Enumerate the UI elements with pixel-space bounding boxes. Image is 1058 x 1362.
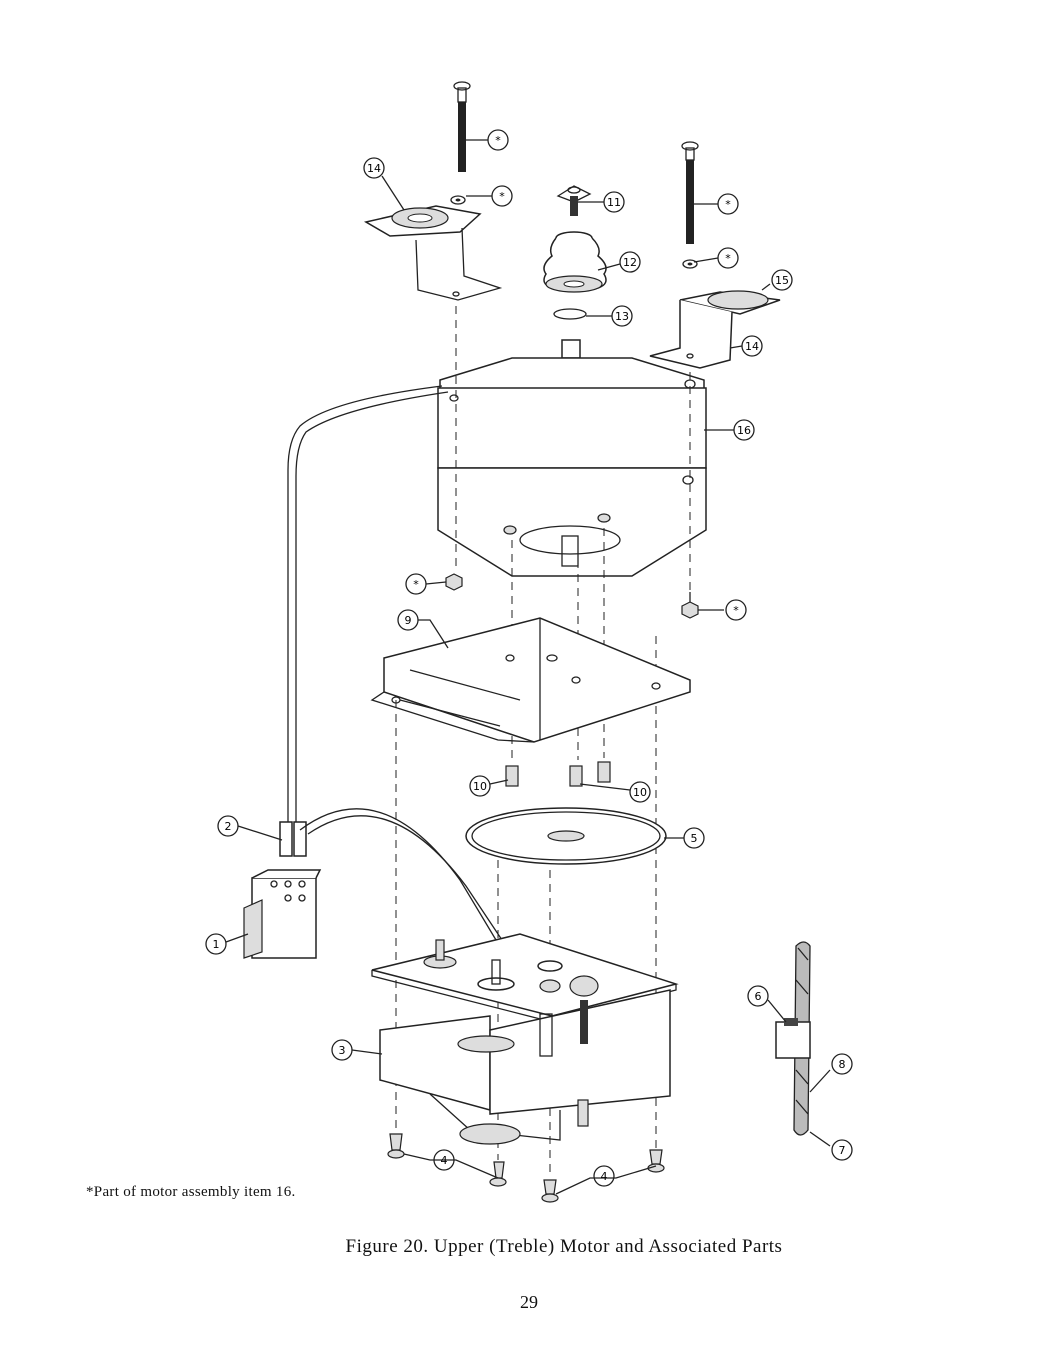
motor-assembly xyxy=(437,339,707,577)
callout-star-6: * xyxy=(725,599,747,621)
callout-label: 14 xyxy=(367,162,381,175)
callout-16: 16 xyxy=(733,419,755,441)
callout-label: 12 xyxy=(623,256,637,269)
callout-12: 12 xyxy=(619,251,641,273)
callout-label: 7 xyxy=(839,1144,846,1157)
callout-2: 2 xyxy=(217,815,239,837)
motor-lead-wires xyxy=(287,385,449,822)
callout-leaders xyxy=(225,139,831,1195)
washer-top-left xyxy=(450,195,466,205)
terminal-block xyxy=(243,869,322,959)
callout-star-2: * xyxy=(491,185,513,207)
callout-10-left: 10 xyxy=(469,775,491,797)
callout-star-1: * xyxy=(487,129,509,151)
footnote: *Part of motor assembly item 16. xyxy=(86,1184,296,1200)
mounting-screws xyxy=(387,1133,665,1203)
callout-label: 15 xyxy=(775,274,789,287)
callout-4-left: 4 xyxy=(433,1149,455,1171)
callout-label: 10 xyxy=(473,780,487,793)
callout-6: 6 xyxy=(747,985,769,1007)
callout-label: * xyxy=(413,578,419,591)
disk-plate xyxy=(465,807,667,865)
mount-bracket-left xyxy=(363,205,503,301)
callout-3: 3 xyxy=(331,1039,353,1061)
callout-label: 4 xyxy=(601,1170,608,1183)
callout-14-left: 14 xyxy=(363,157,385,179)
washer-top-right xyxy=(682,259,698,269)
screw-center xyxy=(556,185,592,216)
nut-right xyxy=(681,601,699,619)
drive-motor xyxy=(371,933,679,1145)
callout-label: 10 xyxy=(633,786,647,799)
screw-top-right xyxy=(681,141,699,244)
screws-plate xyxy=(505,761,611,787)
callout-label: 14 xyxy=(745,340,759,353)
callout-4-right: 4 xyxy=(593,1165,615,1187)
callout-7: 7 xyxy=(831,1139,853,1161)
nut-left xyxy=(445,573,463,591)
figure-caption: Figure 20. Upper (Treble) Motor and Asso… xyxy=(345,1236,783,1257)
callout-label: 8 xyxy=(839,1058,846,1071)
callout-label: * xyxy=(499,190,505,203)
callout-1: 1 xyxy=(205,933,227,955)
callout-star-5: * xyxy=(405,573,427,595)
callout-label: 9 xyxy=(405,614,412,627)
callout-label: 3 xyxy=(339,1044,346,1057)
callout-10-right: 10 xyxy=(629,781,651,803)
retaining-ring xyxy=(553,308,587,320)
callout-star-3: * xyxy=(717,193,739,215)
wire-connectors xyxy=(279,808,503,941)
page-number: 29 xyxy=(520,1292,538,1312)
callout-8: 8 xyxy=(831,1053,853,1075)
callout-label: 2 xyxy=(225,820,232,833)
callout-15: 15 xyxy=(771,269,793,291)
callout-9: 9 xyxy=(397,609,419,631)
callout-label: * xyxy=(725,252,731,265)
callout-label: * xyxy=(725,198,731,211)
callout-label: 13 xyxy=(615,310,629,323)
pulley-cross-section xyxy=(775,941,811,1136)
callout-label: 4 xyxy=(441,1154,448,1167)
callout-label: * xyxy=(733,604,739,617)
callout-5: 5 xyxy=(683,827,705,849)
callout-label: 16 xyxy=(737,424,751,437)
callout-14-right: 14 xyxy=(741,335,763,357)
callout-11: 11 xyxy=(603,191,625,213)
callout-label: * xyxy=(495,134,501,147)
callout-label: 11 xyxy=(607,196,621,209)
mount-bracket-right xyxy=(649,290,781,369)
rubber-grommet xyxy=(543,231,607,293)
screw-top-left xyxy=(453,81,471,172)
callout-star-4: * xyxy=(717,247,739,269)
callout-label: 5 xyxy=(691,832,698,845)
mounting-plate xyxy=(370,617,691,743)
callout-label: 6 xyxy=(755,990,762,1003)
callout-13: 13 xyxy=(611,305,633,327)
callout-label: 1 xyxy=(213,938,220,951)
